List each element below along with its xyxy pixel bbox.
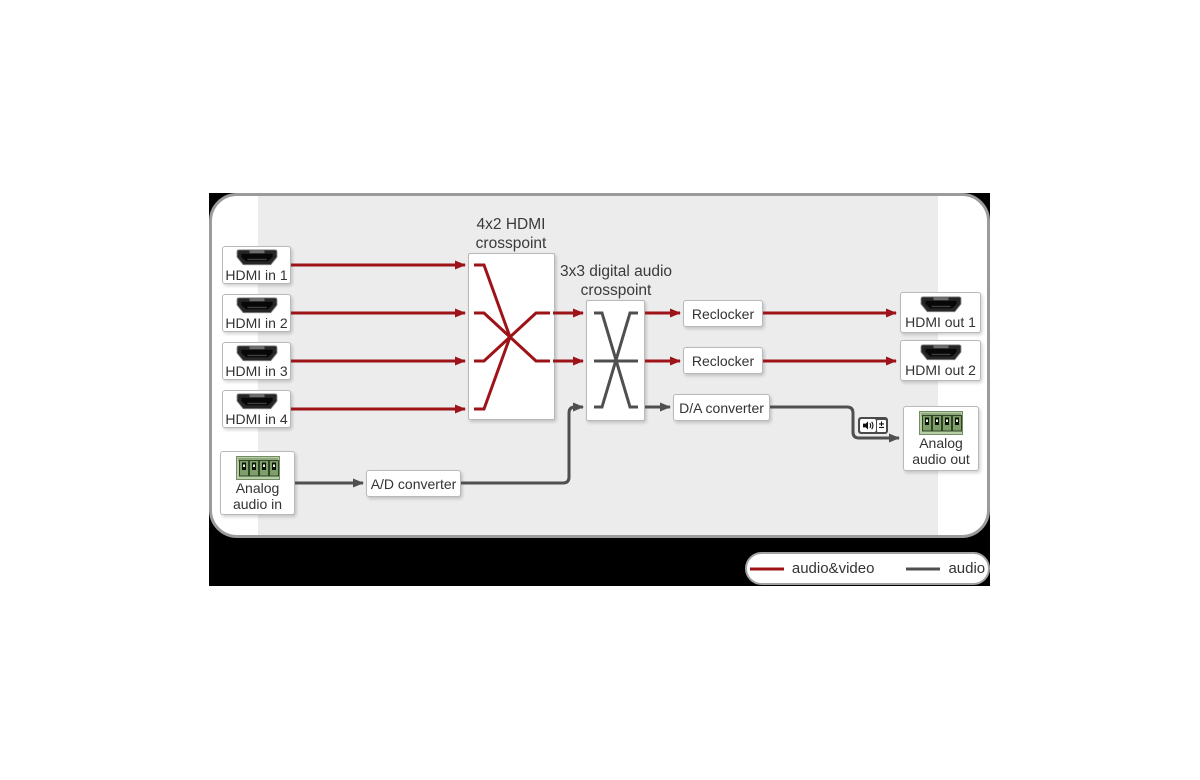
analog-audio-out-label-line2: audio out <box>912 451 970 467</box>
hdmi-connector-icon <box>919 344 963 362</box>
hdmi-out-2-box: HDMI out 2 <box>900 340 981 381</box>
hdmi-out-1-box: HDMI out 1 <box>900 292 981 333</box>
hdmi-in-2-box: HDMI in 2 <box>222 294 291 332</box>
hdmi-connector-icon <box>235 248 279 267</box>
da-converter-label: D/A converter <box>679 399 764 416</box>
hdmi-in-3-box: HDMI in 3 <box>222 342 291 380</box>
hdmi-connector-icon <box>235 344 279 363</box>
analog-audio-in-label-line2: audio in <box>232 495 283 512</box>
hdmi-out-1-label: HDMI out 1 <box>905 314 976 330</box>
hdmi-in-1-box: HDMI in 1 <box>222 246 291 284</box>
hdmi-out-2-label: HDMI out 2 <box>905 362 976 378</box>
terminal-block-icon <box>235 455 280 480</box>
volume-control-icon: ± <box>858 417 888 434</box>
hdmi-in-1-label: HDMI in 1 <box>225 266 288 283</box>
hdmi-crosspoint-box <box>468 253 555 420</box>
hdmi-connector-icon <box>235 296 279 315</box>
analog-audio-out-box: Analog audio out <box>903 406 979 471</box>
hdmi-in-3-label: HDMI in 3 <box>225 362 288 379</box>
hdmi-connector-icon <box>235 392 279 411</box>
audio-crosspoint-title: 3x3 digital audio crosspoint <box>559 263 673 299</box>
legend-audio-swatch <box>906 567 941 571</box>
hdmi-in-2-label: HDMI in 2 <box>225 314 288 331</box>
audio-crosspoint-box <box>586 300 645 421</box>
ad-converter-label: A/D converter <box>370 475 457 492</box>
reclocker-1-label: Reclocker <box>691 305 755 322</box>
legend-audio-label: audio <box>948 560 986 577</box>
terminal-block-icon <box>919 411 963 435</box>
hdmi-in-4-label: HDMI in 4 <box>225 410 288 427</box>
legend: audio&video audio <box>745 552 990 585</box>
ad-converter-box: A/D converter <box>366 470 461 497</box>
analog-audio-in-label-line1: Analog <box>235 479 280 496</box>
legend-audio-video-label: audio&video <box>791 560 875 577</box>
hdmi-in-4-box: HDMI in 4 <box>222 390 291 428</box>
reclocker-2-box: Reclocker <box>683 347 763 374</box>
analog-audio-out-label-line1: Analog <box>919 435 963 451</box>
da-converter-box: D/A converter <box>673 394 770 421</box>
hdmi-crosspoint-title: 4x2 HDMI crosspoint <box>475 216 547 252</box>
legend-audio-video-swatch <box>749 567 784 571</box>
reclocker-1-box: Reclocker <box>683 300 763 327</box>
analog-audio-in-box: Analog audio in <box>220 451 295 515</box>
reclocker-2-label: Reclocker <box>691 352 755 369</box>
plus-minus-icon: ± <box>877 419 886 432</box>
hdmi-connector-icon <box>919 296 963 314</box>
speaker-icon <box>860 419 876 432</box>
